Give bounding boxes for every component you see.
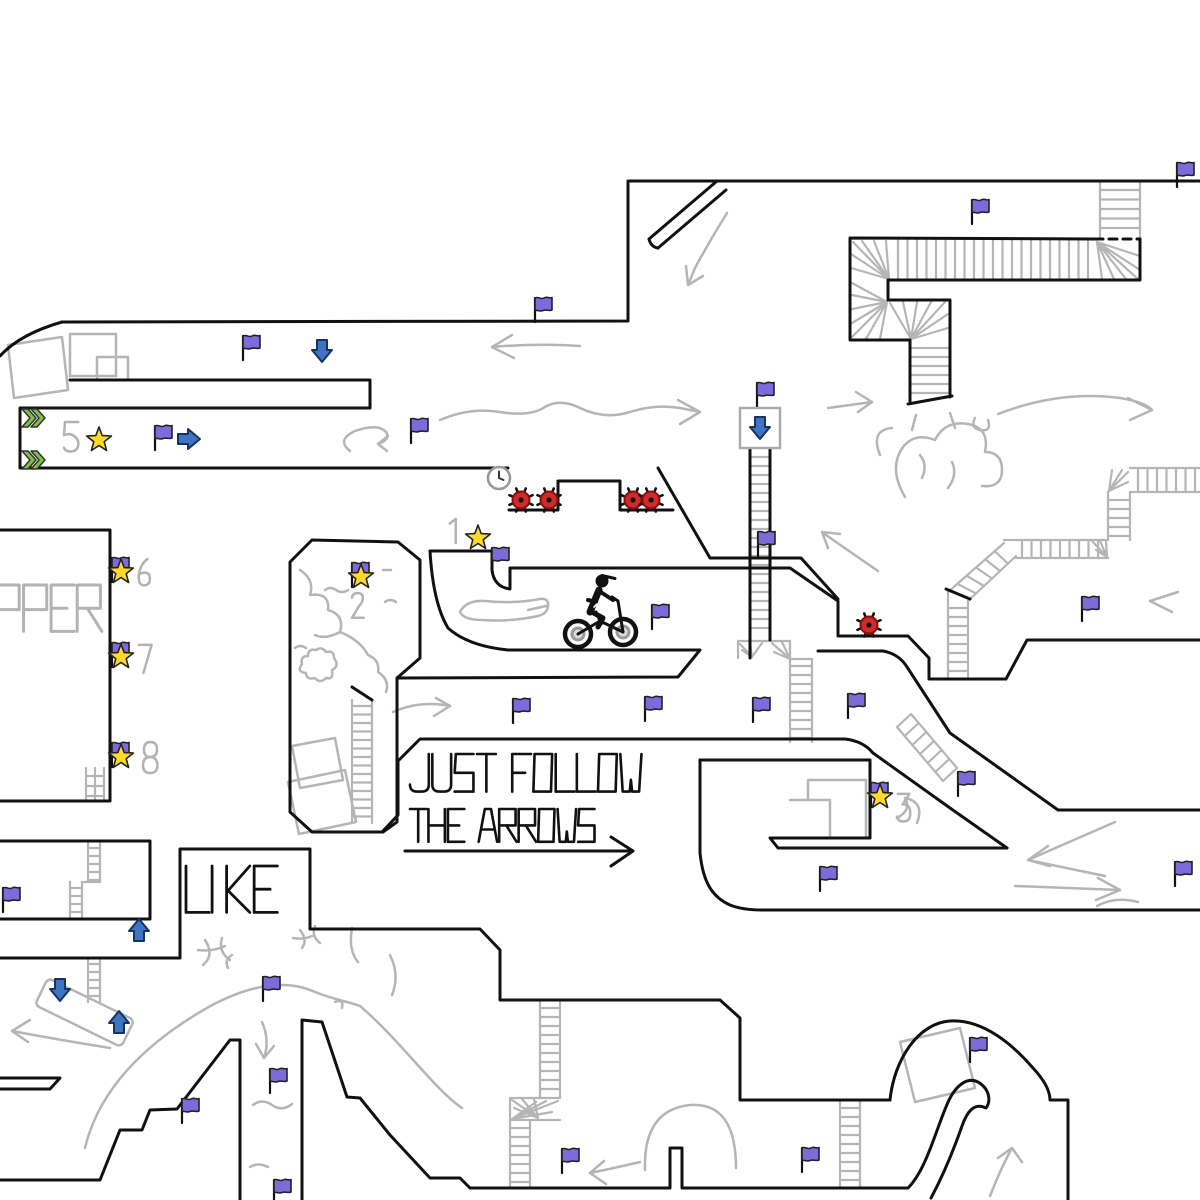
flag-icon — [560, 1147, 580, 1175]
clock-icon — [486, 465, 512, 491]
sketch-layer — [6, 211, 1180, 1198]
flag-icon — [180, 1097, 200, 1125]
start-marker-icon — [21, 450, 46, 470]
flag-icon — [968, 1036, 988, 1064]
star-icon — [866, 783, 894, 809]
boost-arrow-up-icon — [128, 918, 150, 942]
flag-icon — [261, 975, 281, 1003]
boost-arrow-down-icon — [49, 978, 71, 1002]
boost-arrow-down-icon — [311, 339, 333, 363]
flag-icon — [241, 334, 261, 362]
flag-icon — [755, 381, 775, 409]
flag-icon — [490, 546, 510, 574]
star-checkpoint — [464, 524, 492, 550]
checkpoint-number — [143, 742, 157, 773]
room-label-partial — [0, 585, 102, 631]
checkpoint-number — [352, 593, 364, 618]
checkpoint-number — [450, 519, 456, 543]
flag-icon — [533, 296, 553, 324]
flag-icon — [818, 865, 838, 893]
checkpoint-number — [139, 559, 150, 585]
flag-icon — [153, 424, 173, 452]
mine-icon — [536, 487, 562, 513]
flag-icon — [409, 417, 429, 445]
start-marker-icon — [21, 408, 46, 428]
terrain-layer — [0, 179, 1200, 1200]
room-label-like — [186, 866, 277, 912]
flag-icon — [650, 603, 670, 631]
mine-icon — [638, 487, 664, 513]
flag-icon — [970, 198, 990, 226]
flag-icon — [1173, 860, 1193, 888]
star-icon — [464, 524, 492, 550]
star-checkpoint — [85, 426, 113, 452]
mine-icon — [508, 487, 534, 513]
star-icon — [107, 743, 135, 769]
flag-icon — [1175, 161, 1195, 189]
flag-icon — [1, 886, 21, 914]
boost-arrow-right-icon — [177, 428, 201, 450]
mine-icon — [856, 612, 882, 638]
star-checkpoint — [107, 556, 135, 584]
star-icon — [347, 563, 375, 589]
instruction-text-line2 — [410, 809, 595, 842]
flag-icon — [756, 530, 776, 558]
text-layer — [0, 422, 910, 912]
star-checkpoint — [107, 741, 135, 769]
flag-icon — [956, 770, 976, 798]
star-checkpoint — [107, 641, 135, 669]
star-icon — [107, 558, 135, 584]
flag-icon — [1080, 595, 1100, 623]
checkpoint-number — [64, 422, 78, 451]
flag-icon — [643, 695, 663, 723]
star-icon — [107, 643, 135, 669]
instruction-text-line1 — [410, 754, 641, 792]
boost-arrow-box — [738, 406, 782, 450]
rider — [562, 574, 639, 650]
star-checkpoint — [347, 561, 375, 589]
flag-icon — [268, 1067, 288, 1095]
ladder-layer — [68, 180, 1200, 1190]
flag-icon — [800, 1146, 820, 1174]
boost-arrow-up-icon — [108, 1010, 130, 1034]
entity-layer — [1, 161, 1195, 1200]
sketch-platform — [35, 978, 134, 1047]
star-checkpoint — [866, 781, 894, 809]
flag-icon — [272, 1178, 292, 1200]
flag-icon — [751, 696, 771, 724]
star-icon — [85, 426, 113, 452]
flag-icon — [511, 697, 531, 725]
boost-arrow-down-icon — [749, 416, 771, 440]
checkpoint-number — [139, 645, 152, 673]
checkpoint-number — [897, 794, 910, 822]
mine-icon — [620, 487, 646, 513]
flag-icon — [846, 692, 866, 720]
